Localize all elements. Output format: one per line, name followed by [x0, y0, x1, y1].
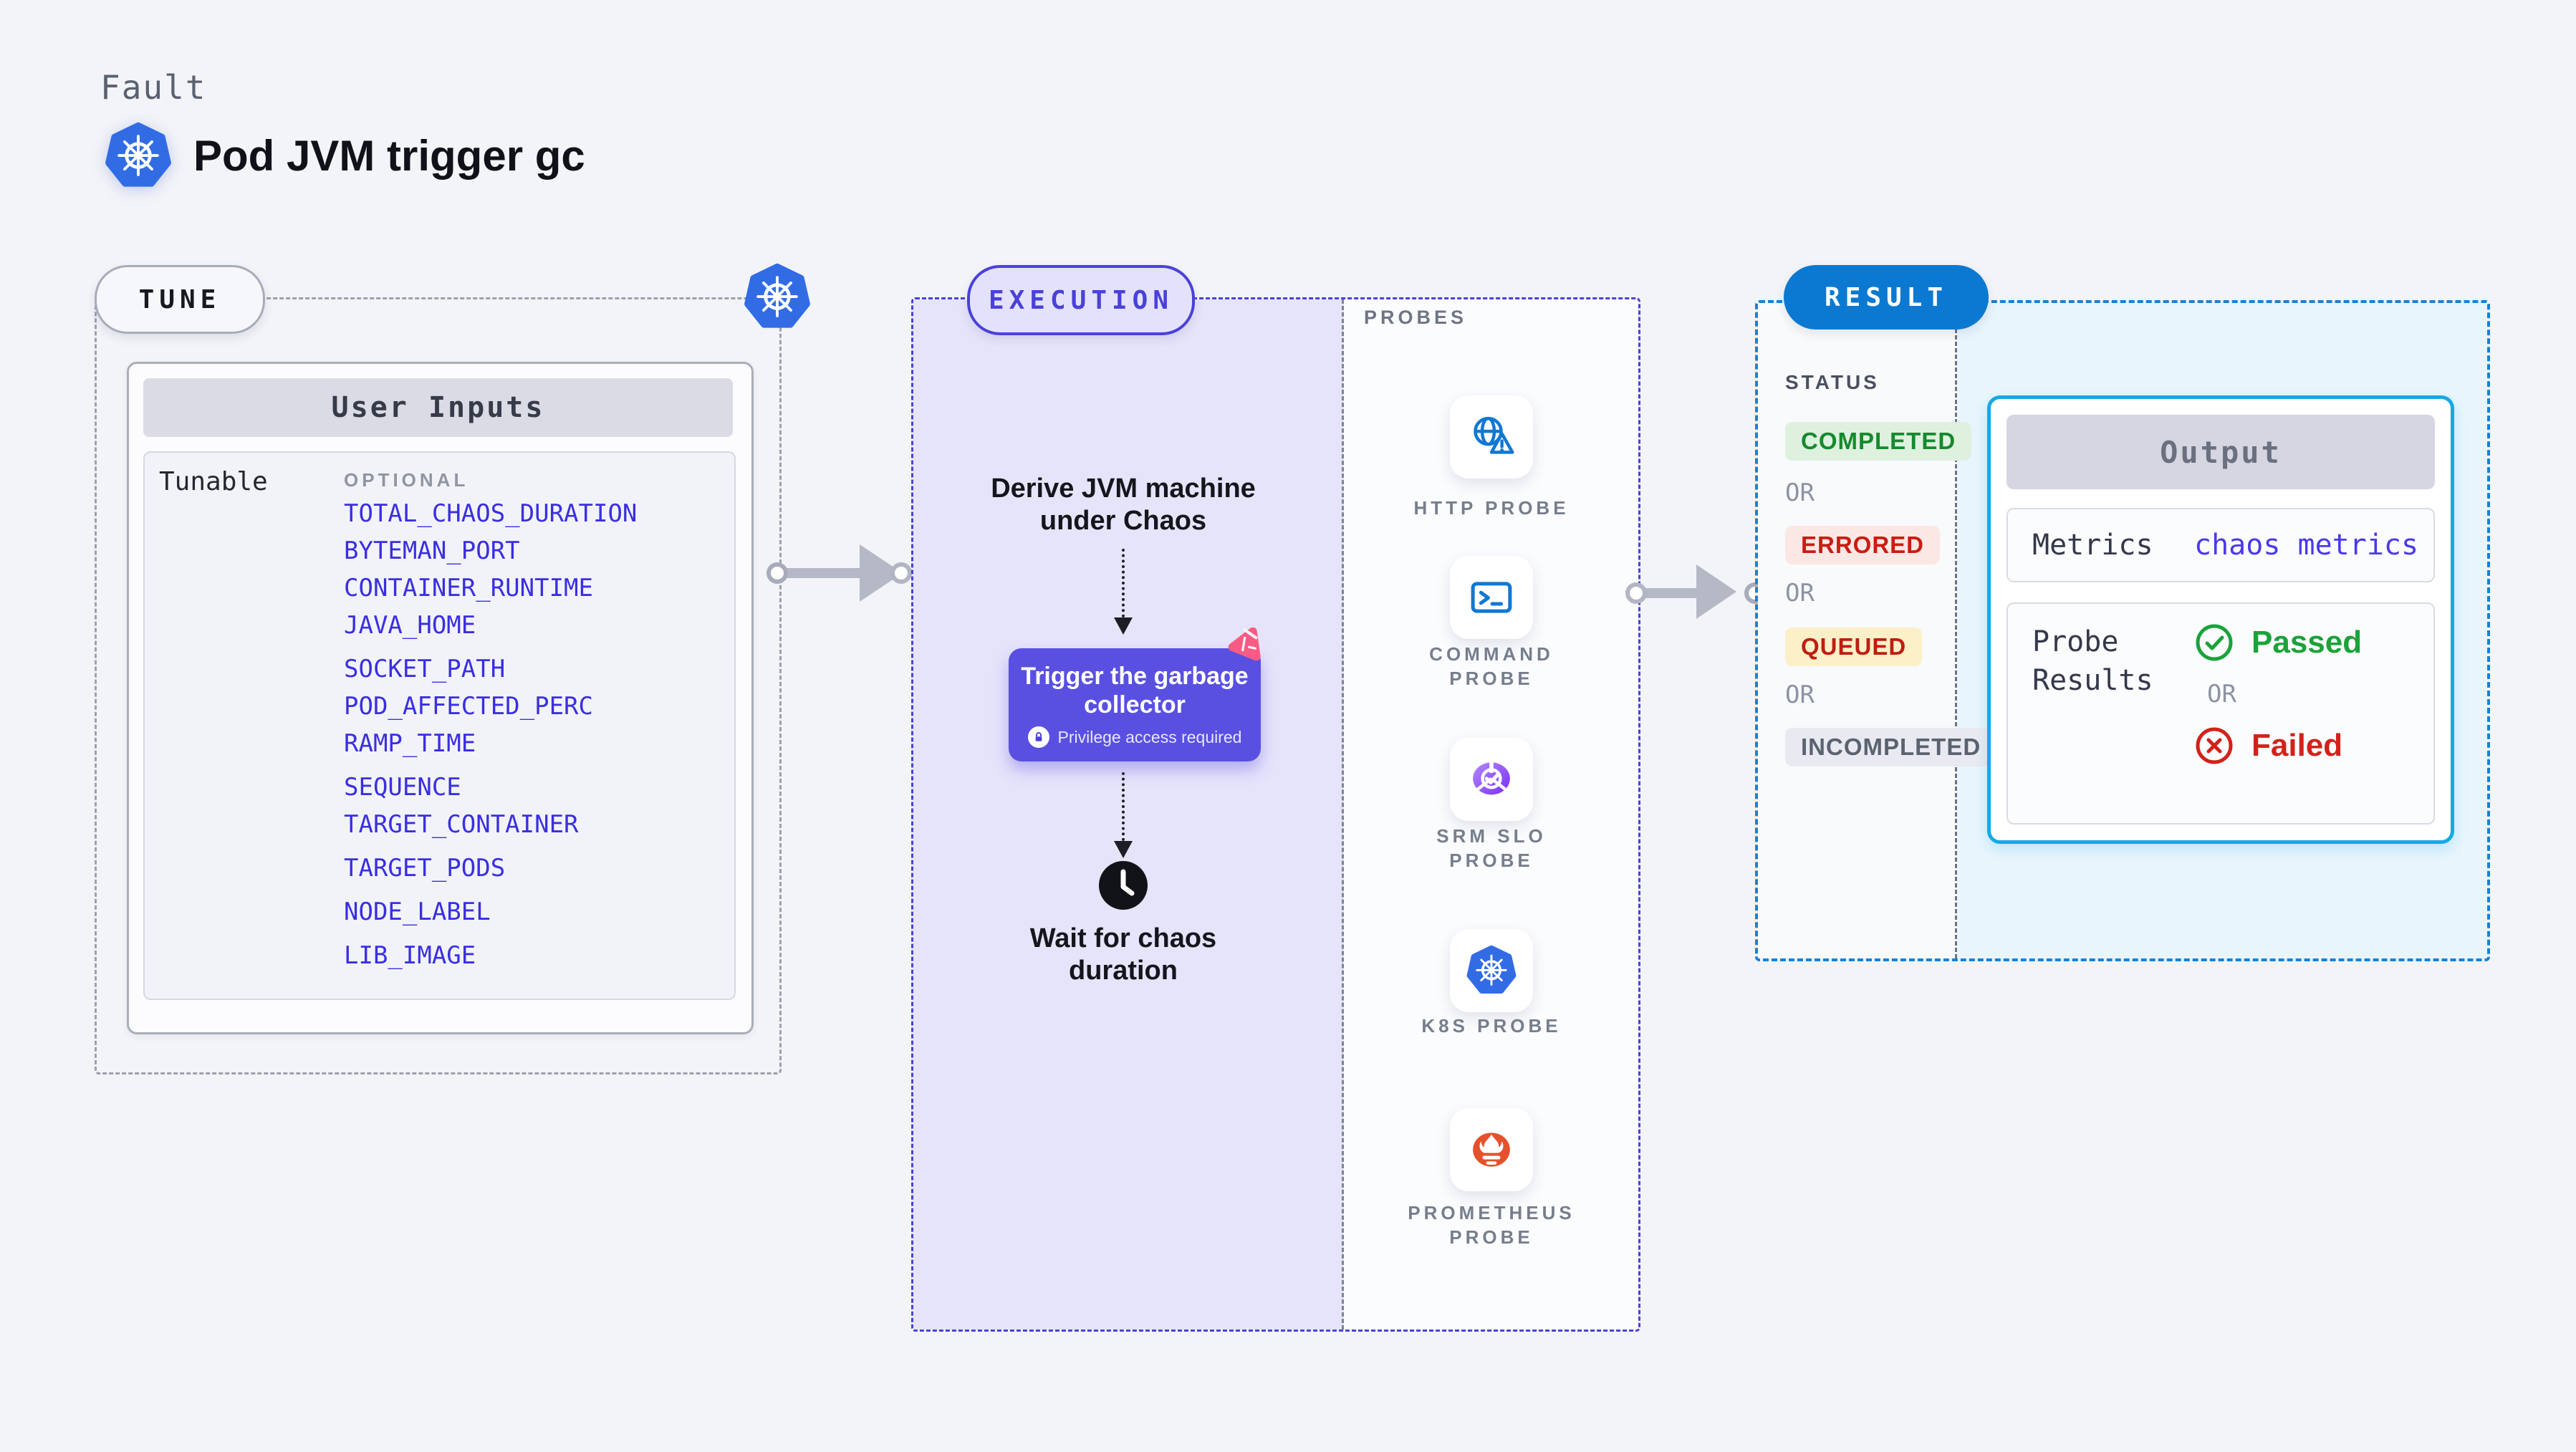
- probe-results-label: Probe Results: [2032, 625, 2153, 697]
- status-badge-errored: ERRORED: [1785, 526, 1941, 564]
- env-var: TARGET_PODS: [344, 854, 506, 883]
- result-badge: RESULT: [1784, 265, 1989, 330]
- globe-alert-icon: [1474, 416, 1514, 454]
- dotted-arrowhead: [1114, 617, 1133, 635]
- metrics-row: Metrics chaos metrics: [2007, 508, 2435, 582]
- probe-results-values: Passed OR Failed: [2194, 622, 2362, 823]
- probe-label: COMMAND PROBE: [1429, 643, 1554, 689]
- probe-card-srm-slo: [1450, 738, 1533, 821]
- connector-node: [1625, 582, 1647, 604]
- probes-title: PROBES: [1364, 307, 1468, 328]
- env-var: LIB_IMAGE: [344, 941, 476, 970]
- dotted-connector: [1122, 772, 1125, 841]
- page-title: Pod JVM trigger gc: [193, 132, 585, 180]
- env-var: RAMP_TIME: [344, 729, 476, 758]
- probe-label: PROMETHEUS PROBE: [1408, 1202, 1575, 1248]
- dotted-arrowhead: [1114, 841, 1133, 858]
- passed-label: Passed: [2251, 625, 2363, 660]
- or-label: OR: [1785, 681, 1815, 709]
- connector-node: [766, 562, 788, 584]
- env-var: SOCKET_PATH: [344, 655, 506, 683]
- check-circle-icon: [2196, 624, 2233, 661]
- failed-label: Failed: [2251, 728, 2343, 763]
- probe-label: K8S PROBE: [1421, 1015, 1562, 1037]
- derive-step-label: Derive JVM machine under Chaos: [991, 473, 1256, 536]
- privilege-note: Privilege access required: [1027, 726, 1241, 748]
- passed-line: Passed: [2194, 622, 2362, 663]
- env-var-list: TOTAL_CHAOS_DURATION BYTEMAN_PORT CONTAI…: [344, 499, 731, 978]
- action-title: Trigger the garbage collector: [1021, 663, 1249, 718]
- execution-badge: EXECUTION: [967, 265, 1195, 335]
- env-var: NODE_LABEL: [344, 898, 491, 926]
- execution-section-box: [911, 297, 1640, 1332]
- env-var: JAVA_HOME: [344, 611, 476, 640]
- status-badge-queued: QUEUED: [1785, 628, 1923, 666]
- probe-card-command: [1450, 556, 1533, 639]
- terminal-icon: [1471, 582, 1512, 613]
- lock-icon: [1027, 726, 1049, 748]
- kubernetes-icon: [1466, 945, 1517, 996]
- or-label: OR: [1785, 479, 1815, 507]
- user-inputs-body: [143, 451, 736, 1000]
- metrics-label: Metrics: [2032, 529, 2153, 562]
- tune-badge: TUNE: [95, 265, 265, 334]
- kubernetes-icon: [743, 263, 812, 332]
- probe-card-http: [1450, 395, 1533, 479]
- env-var: SEQUENCE: [344, 773, 461, 802]
- user-inputs-header: User Inputs: [143, 378, 733, 437]
- env-var: TOTAL_CHAOS_DURATION: [344, 499, 638, 528]
- output-header: Output: [2007, 415, 2435, 489]
- status-badge-completed: COMPLETED: [1785, 422, 1972, 461]
- dotted-connector: [1122, 549, 1125, 617]
- chaos-experiment-icon: [1228, 628, 1261, 661]
- status-column-header: STATUS: [1785, 371, 1880, 393]
- or-label: OR: [2207, 680, 2236, 708]
- env-var: CONTAINER_RUNTIME: [344, 574, 593, 602]
- output-card: Output Metrics chaos metrics Probe Resul…: [1987, 395, 2454, 844]
- probe-label: SRM SLO PROBE: [1436, 825, 1547, 871]
- env-var: BYTEMAN_PORT: [344, 537, 520, 565]
- probe-label: HTTP PROBE: [1413, 497, 1570, 519]
- optional-column-header: OPTIONAL: [344, 469, 469, 491]
- connector-line: [782, 568, 867, 578]
- failed-line: Failed: [2194, 726, 2362, 766]
- env-var: POD_AFFECTED_PERC: [344, 692, 593, 721]
- connector-line: [1642, 588, 1703, 598]
- probe-results-row: Probe Results Passed OR Fai: [2007, 602, 2435, 824]
- metrics-value: chaos metrics: [2194, 529, 2419, 562]
- tunable-label: Tunable: [159, 467, 268, 496]
- fault-kicker: Fault: [100, 68, 207, 107]
- execution-flow-area: [913, 299, 1344, 1330]
- status-badge-incompleted: INCOMPLETED: [1785, 728, 1997, 766]
- clock-icon: [1099, 861, 1148, 910]
- tune-section-box: [95, 297, 782, 1074]
- trigger-gc-action-card: Trigger the garbage collector Privilege …: [1009, 648, 1261, 761]
- x-circle-icon: [2196, 727, 2233, 764]
- slo-pie-icon: [1473, 761, 1510, 795]
- wait-step-label: Wait for chaos duration: [1029, 923, 1217, 986]
- env-var: TARGET_CONTAINER: [344, 810, 579, 839]
- connector-node: [890, 562, 912, 584]
- probe-card-k8s: [1450, 929, 1533, 1012]
- kubernetes-icon: [104, 122, 173, 191]
- prometheus-icon: [1473, 1133, 1510, 1167]
- or-label: OR: [1785, 579, 1815, 607]
- probe-card-prometheus: [1450, 1108, 1533, 1191]
- connector-arrowhead: [1696, 564, 1736, 619]
